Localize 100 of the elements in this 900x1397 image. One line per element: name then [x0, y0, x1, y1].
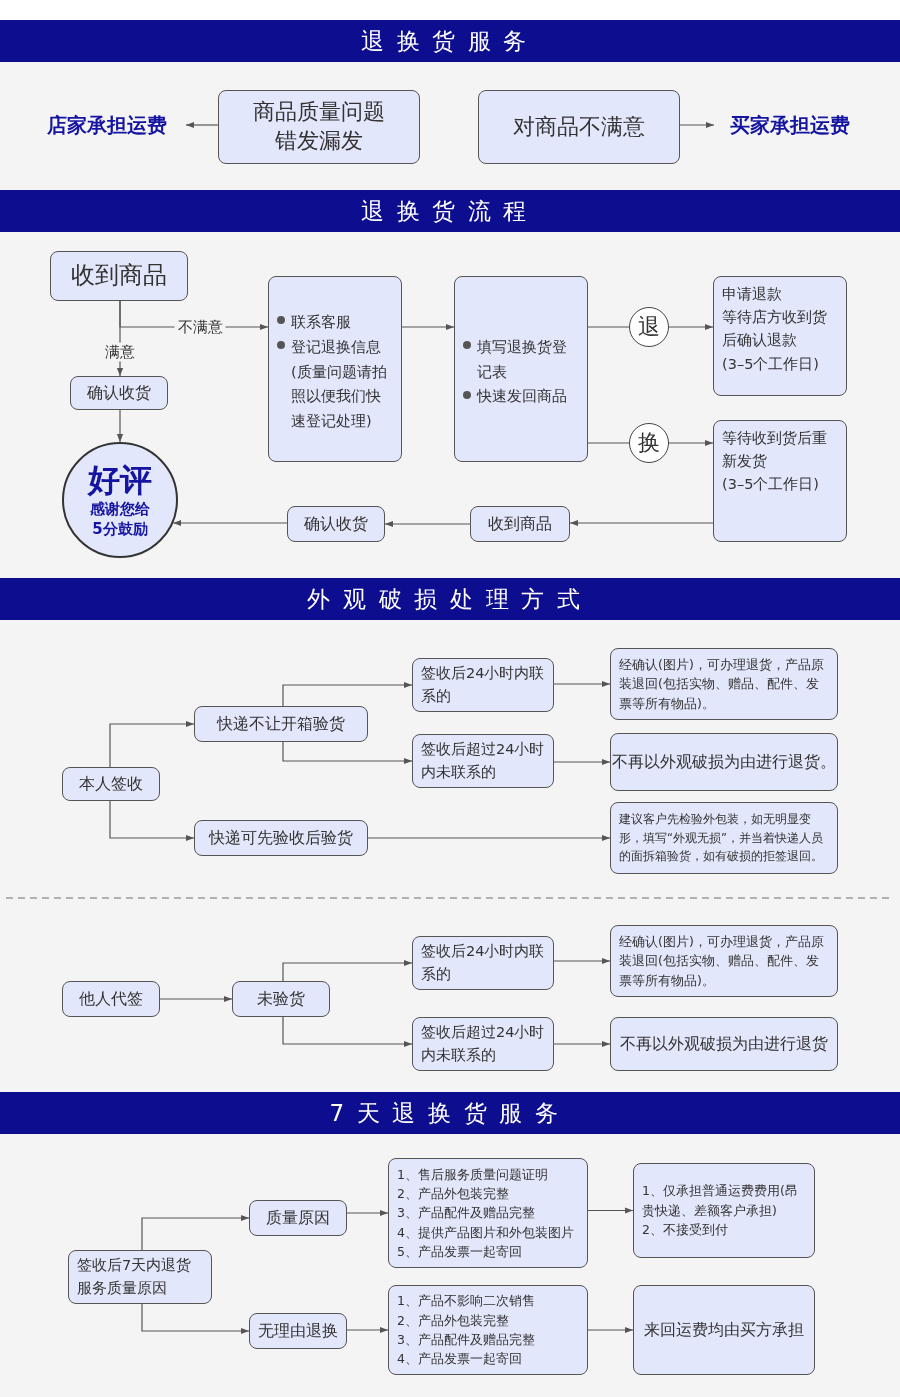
arrow: [553, 758, 611, 766]
process-box: [412, 734, 554, 788]
box-text: 快递不让开箱验货: [217, 713, 345, 735]
process-box: [470, 506, 570, 542]
box-text: 未验货: [257, 988, 305, 1010]
box-text: 登记退换信息(质量问题请拍照以便我们快速登记处理): [291, 338, 387, 430]
arrow: [346, 1326, 389, 1334]
section-title: 7天退换货服务: [329, 1098, 571, 1128]
arrow: [553, 957, 611, 965]
box-text: 对商品不满意: [513, 112, 645, 141]
section-title: 外观破损处理方式: [307, 584, 593, 614]
process-box: [70, 376, 168, 410]
box-text: 来回运费均由买方承担: [644, 1319, 804, 1341]
process-box: [412, 936, 554, 990]
box-text: 确认收货: [87, 382, 151, 404]
arrow: [553, 680, 611, 688]
process-box: [194, 820, 368, 856]
box-text: 收到商品: [488, 513, 552, 535]
list-item: 5、产品发票一起寄回: [397, 1243, 523, 1262]
process-box: [268, 276, 402, 462]
arrow: [109, 800, 195, 842]
arrow: [282, 1016, 413, 1048]
box-text: 他人代签: [79, 988, 143, 1010]
arrow: [116, 409, 124, 443]
box-text: (3–5个工作日): [722, 354, 820, 374]
rating-note: 感谢您给5分鼓励: [89, 498, 151, 540]
choice-label: 换: [638, 429, 660, 457]
section-header-band: [0, 190, 900, 232]
process-box: [478, 90, 680, 164]
list-item: 4、提供产品图片和外包装图片: [397, 1223, 575, 1242]
box-text: 快速发回商品: [477, 388, 567, 405]
box-text: 快递可先验收后验货: [209, 827, 353, 849]
box-text: 不再以外观破损为由进行退货: [620, 1033, 828, 1055]
process-box: [232, 981, 330, 1017]
arrow: [553, 1040, 611, 1048]
arrow: [569, 519, 714, 527]
section-title: 退换货流程: [360, 196, 540, 226]
box-text: 店家承担运费: [47, 111, 167, 139]
box-text: 签收后24小时内联系的: [421, 941, 545, 984]
process-box: [218, 90, 420, 164]
list-item: 1、仅承担普通运费费用(昂贵快递、差额客户承担): [642, 1182, 799, 1220]
arrow: [668, 323, 714, 331]
checklist-box: [388, 1158, 588, 1268]
process-box: [713, 420, 847, 542]
list-item: 2、不接受到付: [642, 1221, 729, 1240]
rating-title: 好评: [86, 460, 153, 499]
process-box: [610, 1017, 838, 1071]
choice-label: 退: [638, 313, 660, 341]
process-box: [412, 1017, 554, 1071]
list-item: 3、产品配件及赠品完整: [397, 1331, 536, 1349]
box-text: 等待店方收到货后确认退款: [722, 308, 828, 351]
box-text: 无理由退换: [258, 1320, 338, 1342]
arrow: [367, 834, 611, 842]
checklist-box: [633, 1163, 815, 1258]
arrow: [384, 520, 471, 528]
note-box: [610, 733, 838, 791]
arrow: [401, 323, 455, 331]
arrow: [668, 439, 714, 447]
arrow: [282, 741, 413, 765]
arrow: [172, 519, 288, 527]
arrow: [282, 681, 413, 707]
process-box: [50, 251, 188, 301]
box-text: 经确认(图片)，可办理退货，产品原装退回(包括实物、赠品、配件、发票等所有物品)。: [619, 655, 825, 713]
box-text: 建议客户先检验外包装，如无明显变形，填写“外观无损”，并当着快递人员的面拆箱验货，如有破损的拒签退回。: [619, 810, 824, 866]
arrow: [141, 1214, 250, 1251]
box-text: 质量原因: [266, 1207, 330, 1229]
arrow: [109, 720, 195, 768]
list-item: 2、产品外包装完整: [397, 1311, 510, 1330]
list-item: 4、产品发票一起寄回: [397, 1350, 523, 1369]
arrow: [185, 121, 219, 129]
process-box: [68, 1250, 212, 1304]
list-item: 2、产品外包装完整: [397, 1184, 510, 1203]
process-box: [194, 706, 368, 742]
note-box: [610, 925, 838, 997]
arrow: [587, 1207, 634, 1214]
box-text: 不再以外观破损为由进行退货。: [612, 751, 836, 774]
box-text: 本人签收: [79, 773, 143, 795]
box-text: 等待收到货后重新发货: [722, 429, 828, 472]
arrow: [679, 121, 715, 129]
box-text: 签收后24小时内联系的: [421, 663, 545, 706]
box-text: 联系客服: [291, 313, 351, 330]
box-text: 确认收货: [304, 513, 368, 535]
section-header-band: [0, 578, 900, 620]
checklist-box: [388, 1285, 588, 1375]
box-text: 错发漏发: [275, 127, 363, 155]
process-box: [62, 767, 160, 801]
edge-label: 不满意: [174, 317, 226, 337]
arrow: [141, 1303, 250, 1335]
box-text: 经确认(图片)，可办理退货，产品原装退回(包括实物、赠品、配件、发票等所有物品)。: [619, 932, 825, 990]
box-text: 申请退款: [722, 285, 783, 304]
box-text: 签收后7天内退货服务质量原因: [77, 1255, 193, 1298]
note-box: [610, 648, 838, 720]
arrow: [346, 1209, 389, 1217]
box-text: 签收后超过24小时内未联系的: [421, 1022, 545, 1065]
box-text: 商品质量问题: [253, 98, 385, 127]
list-item: 1、售后服务质量问题证明: [397, 1165, 549, 1184]
process-box: [249, 1200, 347, 1236]
list-item: 1、产品不影响二次销售: [397, 1292, 536, 1311]
process-box: [412, 658, 554, 712]
section-title: 退换货服务: [360, 26, 540, 56]
